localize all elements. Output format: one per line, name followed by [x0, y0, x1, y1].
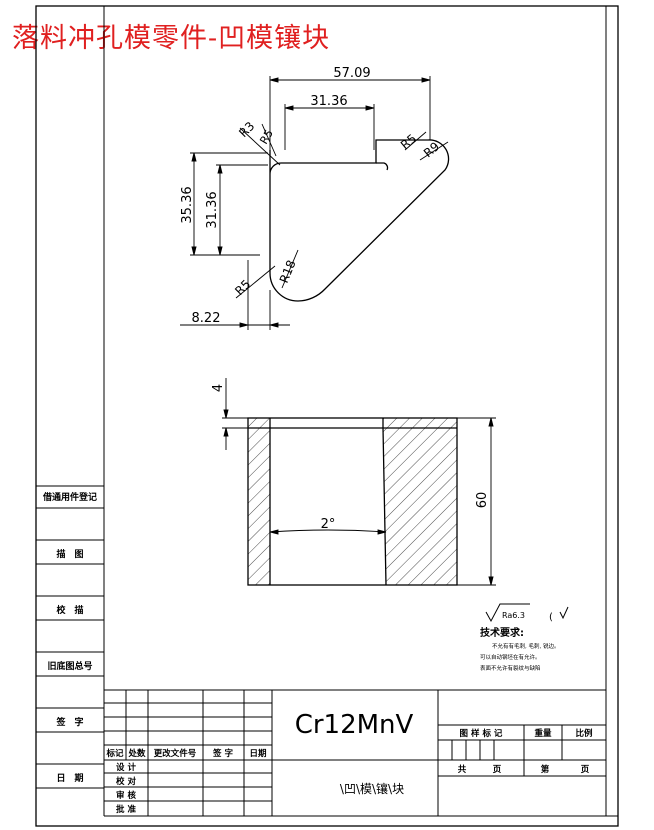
section-view — [247, 417, 458, 586]
label-sample-mark: 图 样 标 记 — [460, 728, 503, 739]
role-design: 设 计 — [116, 762, 136, 773]
dim-60-label: 60 — [475, 492, 490, 509]
material-text: Cr12MnV — [295, 710, 414, 740]
outer-border — [35, 5, 619, 827]
dim-31-36-v-label: 31.36 — [205, 191, 220, 228]
radius-r5-left: R5 — [257, 127, 276, 146]
tech-line-2: 可以自动钢坯在有允许。 — [480, 653, 541, 661]
roughness-symbol — [485, 603, 569, 623]
tech-line-3: 表面不允许有裂纹与缺陷 — [480, 664, 541, 672]
left-column — [36, 485, 104, 789]
role-check: 校 对 — [116, 776, 136, 787]
radius-r3: R3 — [236, 119, 257, 140]
left-label-sign: 签 字 — [55, 716, 83, 728]
label-total: 共 — [458, 764, 467, 775]
dim-4-label: 4 — [211, 384, 226, 392]
dim-57-09 — [269, 76, 431, 150]
label-no: 第 — [541, 764, 550, 775]
roughness-paren: ( — [549, 612, 553, 623]
dim-60 — [457, 417, 496, 586]
role-approve: 批 准 — [116, 804, 136, 815]
tech-heading: 技术要求: — [480, 626, 524, 639]
header-mark: 标记 — [105, 748, 124, 759]
label-scale: 比例 — [575, 728, 593, 739]
title-block-grid — [104, 689, 606, 816]
left-label-trace: 描 图 — [56, 548, 83, 560]
dim-8-22 — [180, 260, 290, 330]
part-name-text: \凹\模\镶\块 — [340, 781, 404, 796]
radius-r5-bottom: R5 — [232, 277, 253, 298]
left-label-old-number: 旧底图总号 — [47, 660, 92, 672]
dim-2deg — [269, 529, 387, 535]
left-label-date: 日 期 — [56, 772, 83, 784]
drawing-title: 落料冲孔模零件-凹模镶块 — [12, 23, 331, 54]
label-weight: 重量 — [534, 728, 552, 739]
dim-35-36-label: 35.36 — [180, 186, 195, 223]
left-label-register: 借通用件登记 — [42, 491, 97, 503]
dim-31-36-v — [216, 164, 268, 256]
dim-4 — [222, 378, 248, 450]
tech-line-1: 不允有有毛刺, 毛刺, 锐边。 — [492, 642, 560, 650]
header-date: 日期 — [249, 748, 267, 759]
dim-31-36-h-label: 31.36 — [310, 94, 347, 109]
radius-r5-right: R5 — [398, 131, 419, 152]
roughness-value: Ra6.3 — [502, 611, 525, 620]
role-review: 审 核 — [116, 790, 136, 801]
header-doc: 更改文件号 — [154, 748, 197, 759]
label-page: 页 — [581, 765, 590, 775]
plan-view-outline — [269, 139, 450, 302]
label-sheets: 页 — [493, 765, 502, 775]
radius-r18: R18 — [277, 258, 299, 285]
dim-8-22-label: 8.22 — [192, 311, 221, 326]
header-count: 处数 — [127, 748, 146, 759]
dim-31-36-h — [284, 104, 375, 150]
dim-35-36 — [190, 152, 268, 256]
header-sign: 签 字 — [212, 748, 233, 759]
radius-leaders — [235, 123, 449, 299]
left-label-check: 校 描 — [56, 604, 83, 616]
dim-57-09-label: 57.09 — [333, 66, 370, 81]
dim-2deg-label: 2° — [321, 517, 336, 532]
